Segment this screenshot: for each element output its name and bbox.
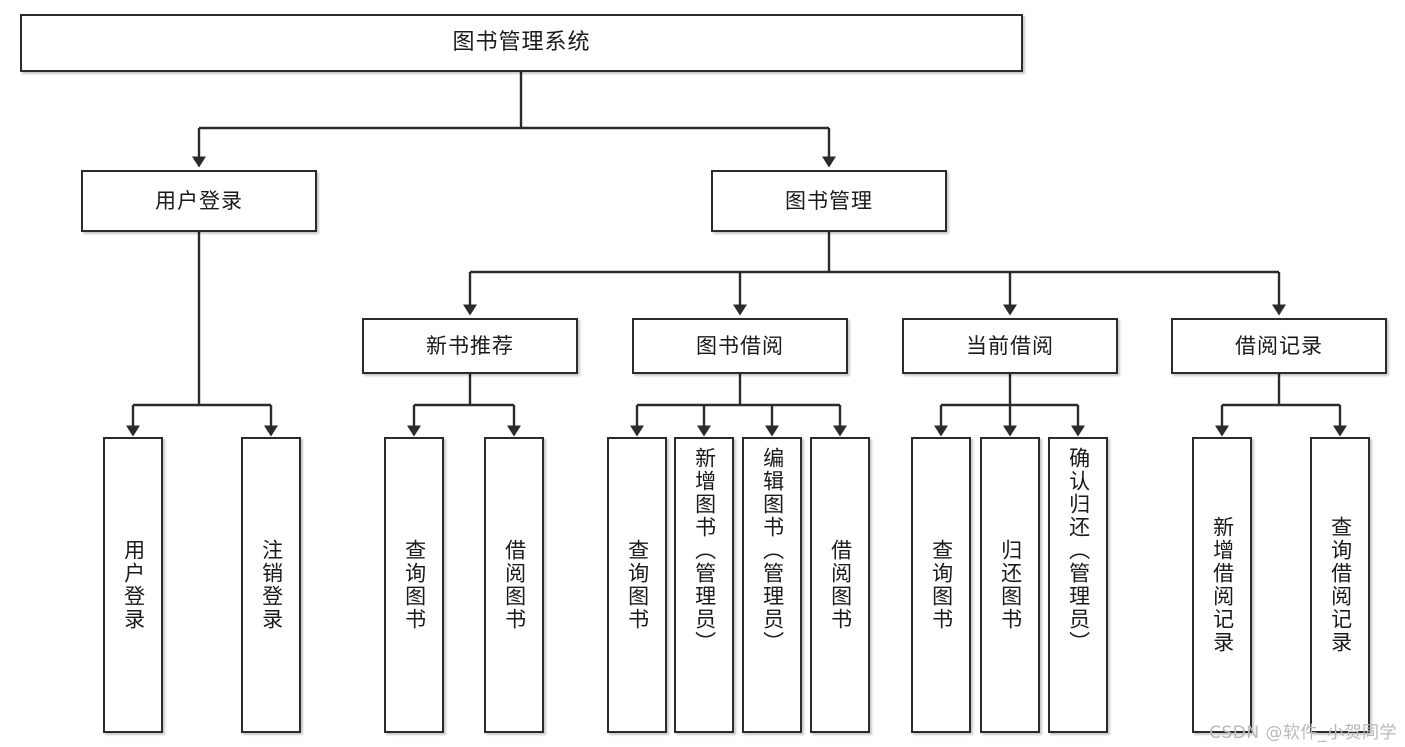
node-label: 图书管理系统 <box>452 30 591 56</box>
node-label: 查询图书 <box>402 539 427 631</box>
node-label: 查询借阅记录 <box>1328 516 1353 654</box>
node-leaf-borrow-book[interactable]: 借阅图书 <box>810 437 870 733</box>
node-label: 用户登录 <box>121 539 146 631</box>
node-label: 借阅图书 <box>828 539 853 631</box>
node-borrow-record[interactable]: 借阅记录 <box>1171 318 1387 374</box>
node-label: 新书推荐 <box>426 333 514 358</box>
node-label: 编辑图书（管理员） <box>760 447 785 654</box>
node-label: 查询图书 <box>929 539 954 631</box>
node-leaf-add-borrow-record[interactable]: 新增借阅记录 <box>1192 437 1252 733</box>
node-leaf-borrow-book-recommend[interactable]: 借阅图书 <box>484 437 544 733</box>
node-leaf-logout-login[interactable]: 注销登录 <box>241 437 301 733</box>
node-leaf-query-book-current[interactable]: 查询图书 <box>911 437 971 733</box>
node-label: 图书管理 <box>785 188 873 213</box>
node-leaf-query-book-borrow[interactable]: 查询图书 <box>607 437 667 733</box>
watermark: CSDN @软件_小贺同学 <box>1209 723 1397 743</box>
node-label: 归还图书 <box>998 539 1023 631</box>
node-book-borrow[interactable]: 图书借阅 <box>632 318 848 374</box>
node-book-manage[interactable]: 图书管理 <box>711 170 947 232</box>
node-leaf-user-login[interactable]: 用户登录 <box>103 437 163 733</box>
node-leaf-query-borrow-record[interactable]: 查询借阅记录 <box>1310 437 1370 733</box>
node-label: 新增借阅记录 <box>1210 516 1235 654</box>
node-label: 借阅记录 <box>1235 333 1323 358</box>
node-label: 注销登录 <box>259 539 284 631</box>
node-leaf-query-book-recommend[interactable]: 查询图书 <box>384 437 444 733</box>
node-label: 当前借阅 <box>966 333 1054 358</box>
node-new-book-recommend[interactable]: 新书推荐 <box>362 318 578 374</box>
node-label: 新增图书（管理员） <box>692 447 717 654</box>
node-book-management-system[interactable]: 图书管理系统 <box>20 14 1023 72</box>
node-label: 图书借阅 <box>696 333 784 358</box>
node-user-login[interactable]: 用户登录 <box>81 170 317 232</box>
node-leaf-confirm-return[interactable]: 确认归还（管理员） <box>1048 437 1108 733</box>
node-leaf-return-book[interactable]: 归还图书 <box>980 437 1040 733</box>
node-label: 查询图书 <box>625 539 650 631</box>
node-label: 用户登录 <box>155 188 243 213</box>
node-current-borrow[interactable]: 当前借阅 <box>902 318 1118 374</box>
node-leaf-edit-book[interactable]: 编辑图书（管理员） <box>742 437 802 733</box>
node-leaf-add-book[interactable]: 新增图书（管理员） <box>674 437 734 733</box>
node-label: 确认归还（管理员） <box>1066 447 1091 654</box>
node-label: 借阅图书 <box>502 539 527 631</box>
